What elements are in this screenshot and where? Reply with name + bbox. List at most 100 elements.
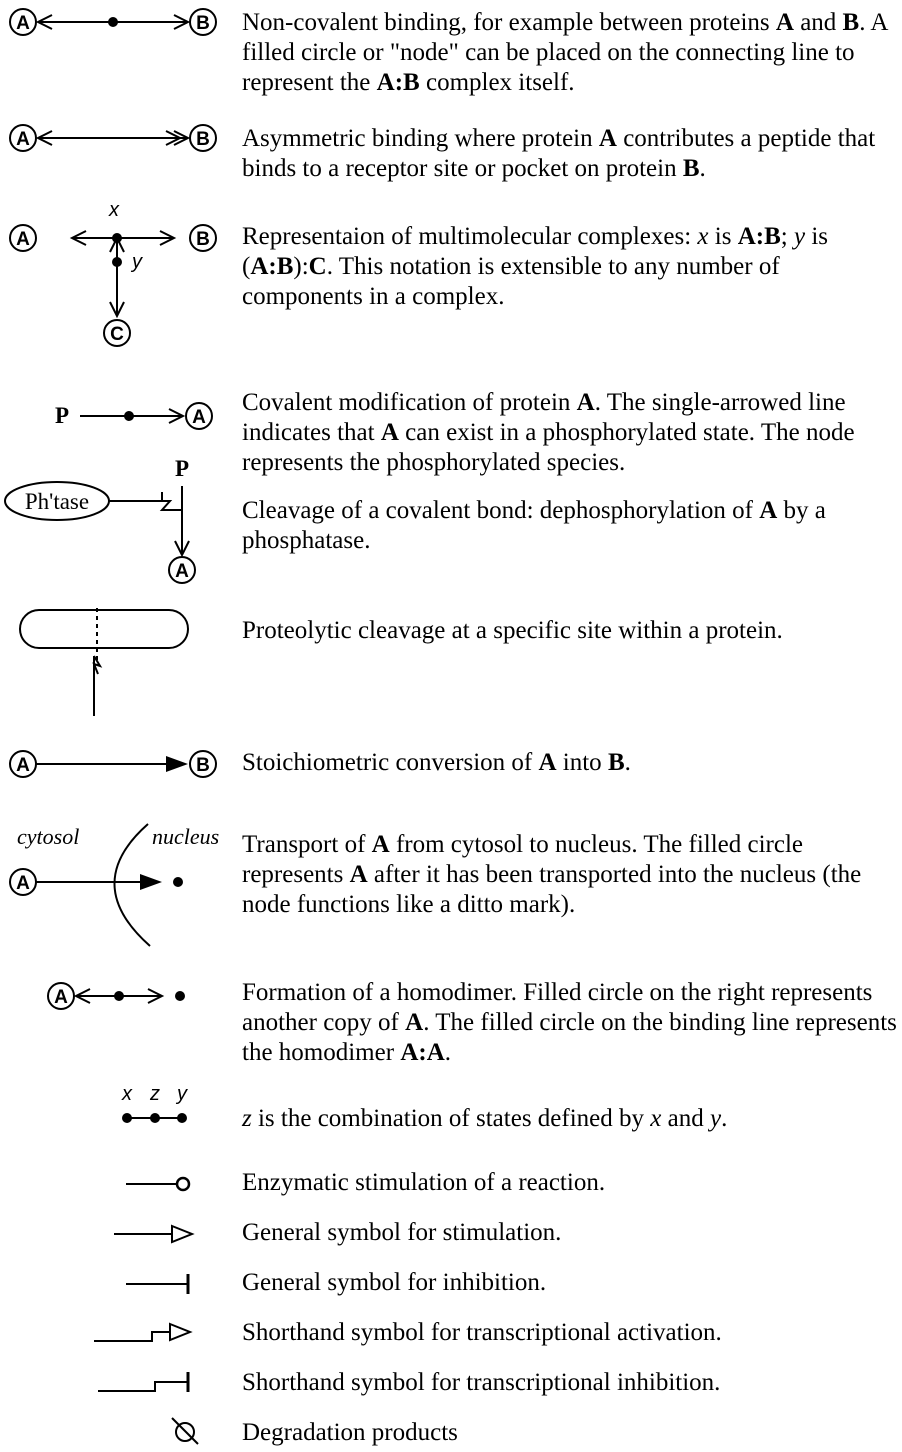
description-text: Formation of a homodimer. Filled circle … [242,979,873,1036]
description-covalent: Covalent modification of protein A. The … [242,388,897,478]
description-text: A [349,861,368,888]
description-enzymatic: Enzymatic stimulation of a reaction. [242,1168,897,1198]
svg-text:A: A [175,561,189,582]
description-text: A [598,125,617,152]
node-a: A [9,224,37,252]
description-noncovalent: Non-covalent binding, for example betwee… [242,8,897,98]
node-a: A [168,556,196,584]
node-c: C [103,319,131,347]
svg-text:B: B [196,755,210,776]
node-b: B [189,750,217,778]
svg-text:A: A [16,13,30,34]
description-text: . [444,1039,451,1066]
description-stimulation: General symbol for stimulation. [242,1218,897,1248]
svg-text:A: A [16,755,30,776]
node-a: A [9,750,37,778]
symbol-covalent-modification: P A [0,380,236,440]
description-text: . The single-arrowed line indicates that [242,389,846,446]
symbol-transcriptional-inhibition [0,1364,236,1404]
description-text: . [721,1105,728,1132]
label-x: x [108,199,120,221]
description-text: Proteolytic cleavage at a specific site … [242,617,783,644]
description-transport: Transport of A from cytosol to nucleus. … [242,830,897,920]
description-text: after it has been transported into the n… [242,861,862,918]
description-text: from cytosol to nucleus. The filled circ… [242,831,804,888]
label-p: P [175,456,189,481]
description-transcriptional-inhibition: Shorthand symbol for transcriptional inh… [242,1368,897,1398]
node-b: B [189,8,217,36]
description-stoichiometric: Stoichiometric conversion of A into B. [242,748,897,778]
svg-text:B: B [196,13,210,34]
description-text: A [759,497,778,524]
description-text: can exist in a phosphorylated state. The… [242,419,855,476]
node-a: A [9,868,37,896]
description-text: and [793,9,843,36]
description-text: into [556,749,608,776]
description-combination: z is the combination of states defined b… [242,1104,897,1134]
description-text: z [242,1105,252,1132]
svg-text:A: A [16,229,30,250]
symbol-degradation [0,1412,236,1452]
description-cleavage-covalent: Cleavage of a covalent bond: dephosphory… [242,496,897,556]
description-text: Stoichiometric conversion of [242,749,539,776]
node-b: B [189,124,217,152]
description-multimolecular: Representaion of multimolecular complexe… [242,222,897,312]
symbol-dephosphorylation: P Ph'tase A [0,454,236,594]
description-text: A [380,419,399,446]
description-homodimer: Formation of a homodimer. Filled circle … [242,978,897,1068]
description-text: is [708,223,738,250]
description-text: . [699,155,706,182]
description-text: A [775,9,794,36]
description-text: is ( [242,223,829,280]
description-text: Degradation products [242,1419,458,1446]
protein-shape [19,609,189,649]
description-text: ): [293,253,309,280]
description-text: A:B [737,223,781,250]
description-text: x [650,1105,662,1132]
description-text: B [682,155,700,182]
description-text: B [607,749,625,776]
description-text: . The filled circle on the binding line … [242,1009,897,1066]
description-text: C [308,253,327,280]
description-degradation: Degradation products [242,1418,897,1448]
description-text: A [405,1009,424,1036]
description-text: Non-covalent binding, for example betwee… [242,9,776,36]
description-text: A:A [400,1039,445,1066]
symbol-transcriptional-activation [0,1314,236,1354]
description-text: y [709,1105,722,1132]
description-text: Shorthand symbol for transcriptional act… [242,1319,722,1346]
degradation-icon [171,1417,199,1445]
svg-text:A: A [54,987,68,1008]
svg-text:C: C [110,324,124,345]
description-text: y [793,223,806,250]
description-text: . A filled circle or "node" can be place… [242,9,888,96]
svg-text:A: A [192,407,206,428]
label-y: y [130,251,143,273]
label-z: z [149,1083,160,1105]
symbol-enzymatic-stimulation [0,1164,236,1204]
description-text: General symbol for inhibition. [242,1269,547,1296]
complex-node [108,17,118,27]
symbol-stimulation [0,1214,236,1254]
description-text: Representaion of multimolecular complexe… [242,223,698,250]
symbol-stoichiometric-conversion: A B [0,742,236,792]
node-b: B [189,224,217,252]
label-p: P [55,403,69,428]
transported-node [173,877,183,887]
description-text: Cleavage of a covalent bond: dephosphory… [242,497,760,524]
description-text: and [661,1105,710,1132]
description-text: Covalent modification of protein [242,389,577,416]
description-text: Asymmetric binding where protein [242,125,599,152]
svg-text:A: A [16,873,30,894]
description-text: is the combination of states defined by [251,1105,651,1132]
description-text: Shorthand symbol for transcriptional inh… [242,1369,721,1396]
description-text: B [842,9,860,36]
description-text: by a phosphatase. [242,497,826,554]
description-text: Transport of [242,831,372,858]
description-text: . [624,749,631,776]
node-a: A [185,402,213,430]
description-inhibition: General symbol for inhibition. [242,1268,897,1298]
description-text: ; [780,223,794,250]
description-text: A:B [250,253,294,280]
description-text: complex itself. [419,69,575,96]
